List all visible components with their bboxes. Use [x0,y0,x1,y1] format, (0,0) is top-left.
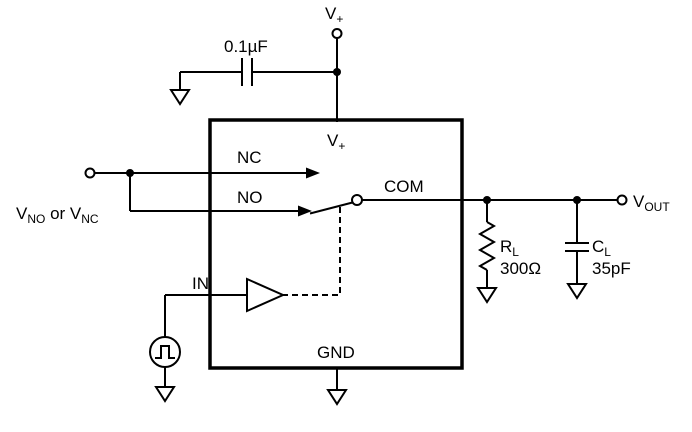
input-driver [149,277,286,403]
ground-symbol [566,283,588,300]
supply-terminal [331,28,343,39]
nc-contact-arrow [306,167,320,179]
supply-top: V+ [325,4,343,122]
pin-label-gnd: GND [317,343,355,362]
input-terminal [84,167,96,179]
pin-label-in: IN [192,274,209,293]
output-network: VOUT [362,192,670,214]
output-terminal [616,194,628,206]
load-resistor-label: RL [500,237,519,259]
switch-pole [351,194,363,206]
pin-label-nc: NC [237,148,262,167]
ground-symbol [154,386,176,403]
load-capacitor-branch: CL 35pF [565,200,631,300]
decoupling-capacitor-branch: 0.1µF [169,37,337,106]
analog-switch [282,194,363,296]
switch-control-dashed-line [282,207,341,296]
input-source-label: VNO or VNC [16,204,99,226]
decoupling-cap-value: 0.1µF [224,37,268,56]
pin-label-com: COM [384,177,424,196]
output-label: VOUT [633,192,670,214]
ground-symbol [326,389,348,406]
input-network: VNO or VNC [16,167,320,226]
load-resistor [477,221,497,271]
ground-symbol [169,89,191,106]
pulse-waveform-icon [155,345,175,359]
supply-top-label: V+ [325,4,343,26]
load-capacitor-label: CL [592,237,611,259]
buffer-driver [246,277,286,313]
load-capacitor-value: 35pF [592,259,631,278]
load-resistor-branch: RL 300Ω [476,200,541,304]
switch-arm [309,201,353,215]
gnd-pin-branch [326,368,348,406]
no-contact-arrow [298,205,312,217]
load-resistor-value: 300Ω [500,259,541,278]
ground-symbol [476,287,498,304]
pulse-source [149,336,181,368]
pin-label-vplus: V+ [327,131,345,153]
pin-label-no: NO [237,188,263,207]
